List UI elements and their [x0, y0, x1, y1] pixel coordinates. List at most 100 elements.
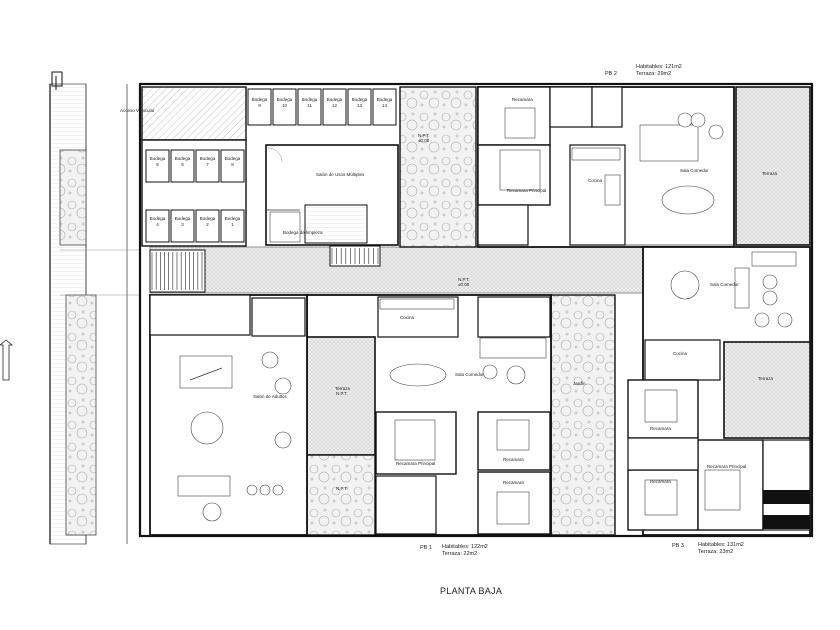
pb3-recamara-1-label: Recamara — [650, 426, 671, 431]
garden-middle — [550, 294, 616, 536]
bodega-limpieza-label: Bodega de limpieza — [283, 230, 323, 235]
salon-usos-label: Salón de Usos Múltiples — [316, 172, 365, 177]
pb2-code: PB 2 — [605, 71, 617, 77]
bodegas-left: 5Bodega6Bodega7Bodega8Bodega4Bodega3Bode… — [145, 149, 245, 243]
svg-text:±0.00: ±0.00 — [418, 138, 430, 143]
bodega-9-label: Bodega — [252, 97, 268, 102]
building-outline — [138, 82, 814, 538]
pb2-cocina-label: Cocina — [588, 178, 603, 183]
bodega-9-number: 9 — [258, 103, 261, 108]
pb3-habitables: Habitables: 131m2 — [698, 542, 744, 548]
unit-pb1 — [306, 294, 552, 536]
bodega-1-number: 1 — [231, 222, 234, 227]
bodega-1-label: Bodega — [225, 216, 241, 221]
bodega-6 — [170, 149, 195, 183]
bodega-4-number: 4 — [156, 222, 159, 227]
pb2-sala-label: Sala Comedor — [680, 168, 709, 173]
bodega-11-label: Bodega — [302, 97, 318, 102]
svg-text:N.P.T.: N.P.T. — [336, 391, 348, 396]
bodega-5-number: 5 — [156, 162, 159, 167]
salon-usos-multiples — [265, 144, 399, 246]
bodegas-top: 9Bodega10Bodega11Bodega12Bodega13Bodega1… — [247, 88, 397, 126]
pb2-terraza: Terraza: 29m2 — [636, 71, 671, 77]
pb1-sala-label: Sala Comedor — [455, 372, 484, 377]
garden-top — [399, 86, 477, 248]
bodega-8-label: Bodega — [225, 156, 241, 161]
pb1-recamara-2-label: Recamara — [503, 480, 524, 485]
pb2-terraza-label: Terraza — [762, 171, 778, 176]
svg-text:N.P.T.: N.P.T. — [418, 133, 430, 138]
bodega-10 — [272, 88, 297, 126]
bodega-6-label: Bodega — [175, 156, 191, 161]
pb1-cocina-label: Cocina — [400, 315, 415, 320]
bodega-12-number: 12 — [332, 103, 338, 108]
svg-text:N.P.T.: N.P.T. — [336, 486, 348, 491]
level-tag-5: Jardín — [573, 381, 586, 386]
unit-pb3 — [627, 246, 811, 536]
pb1-code: PB 1 — [420, 545, 432, 551]
plan-title: PLANTA BAJA — [440, 586, 502, 596]
pb2-recamara-label: Recamara — [512, 97, 533, 102]
pb1-terraza-label: Terraza — [335, 386, 351, 391]
bodega-14 — [372, 88, 397, 126]
pb1-terraza: Terraza: 22m2 — [442, 551, 477, 557]
bodega-3-number: 3 — [181, 222, 184, 227]
bodega-11 — [297, 88, 322, 126]
svg-text:N.P.T.: N.P.T. — [458, 277, 470, 282]
pb1-recamara-principal-label: Recamara Principal — [396, 461, 435, 466]
svg-text:±0.00: ±0.00 — [458, 282, 470, 287]
bodega-9 — [247, 88, 272, 126]
level-tag-4: N.P.T. — [336, 486, 348, 491]
pb3-terraza-label: Terraza — [758, 376, 774, 381]
bodega-8 — [220, 149, 245, 183]
pb2-habitables: Habitables: 121m2 — [636, 64, 682, 70]
bodega-2 — [195, 209, 220, 243]
bodega-2-label: Bodega — [200, 216, 216, 221]
bodega-14-number: 14 — [382, 103, 388, 108]
pb2-recamara-principal-label: Recamara Principal — [507, 188, 546, 193]
level-tag-1: N.P.T. ±0.00 — [458, 277, 470, 287]
bodega-6-number: 6 — [181, 162, 184, 167]
bodega-2-number: 2 — [206, 222, 209, 227]
svg-text:Jardín: Jardín — [573, 381, 586, 386]
bodega-10-label: Bodega — [277, 97, 293, 102]
pb1-recamara-1-label: Recamara — [503, 457, 524, 462]
entry-arrow-icon — [0, 339, 14, 381]
terraza-pb2 — [735, 86, 811, 246]
pb3-code: PB 3 — [672, 543, 684, 549]
bodega-13 — [347, 88, 372, 126]
access-strip — [49, 71, 140, 545]
bodega-1 — [220, 209, 245, 243]
central-corridor — [149, 245, 644, 294]
pb3-recamara-principal-label: Recamara Principal — [707, 464, 746, 469]
bodega-13-number: 13 — [357, 103, 363, 108]
bodega-12-label: Bodega — [327, 97, 343, 102]
bodega-10-number: 10 — [282, 103, 288, 108]
bodega-7 — [195, 149, 220, 183]
bodega-4 — [145, 209, 170, 243]
pb1-habitables: Habitables: 122m2 — [442, 544, 488, 550]
bodega-13-label: Bodega — [352, 97, 368, 102]
bodega-3 — [170, 209, 195, 243]
unit-pb2 — [477, 86, 735, 248]
level-tag-3: N.P.T. — [336, 391, 348, 396]
bodega-8-number: 8 — [231, 162, 234, 167]
bodega-3-label: Bodega — [175, 216, 191, 221]
pb3-recamara-2-label: Recamara — [650, 479, 671, 484]
acceso-label: Acceso Vehicular — [120, 108, 155, 113]
bodega-4-label: Bodega — [150, 216, 166, 221]
pb3-cocina-label: Cocina — [673, 351, 688, 356]
bodega-5 — [145, 149, 170, 183]
salon-adultos-label: Salón de Adultos — [253, 394, 288, 399]
pb3-sala-label: Sala Comedor — [710, 282, 739, 287]
salon-adultos — [149, 294, 308, 536]
bodega-7-number: 7 — [206, 162, 209, 167]
bodega-5-label: Bodega — [150, 156, 166, 161]
bodega-12 — [322, 88, 347, 126]
level-tag-2: N.P.T. ±0.00 — [418, 133, 430, 143]
pb3-terraza: Terraza: 23m2 — [698, 549, 733, 555]
bodega-7-label: Bodega — [200, 156, 216, 161]
bodega-11-number: 11 — [307, 103, 312, 108]
bodega-14-label: Bodega — [377, 97, 393, 102]
